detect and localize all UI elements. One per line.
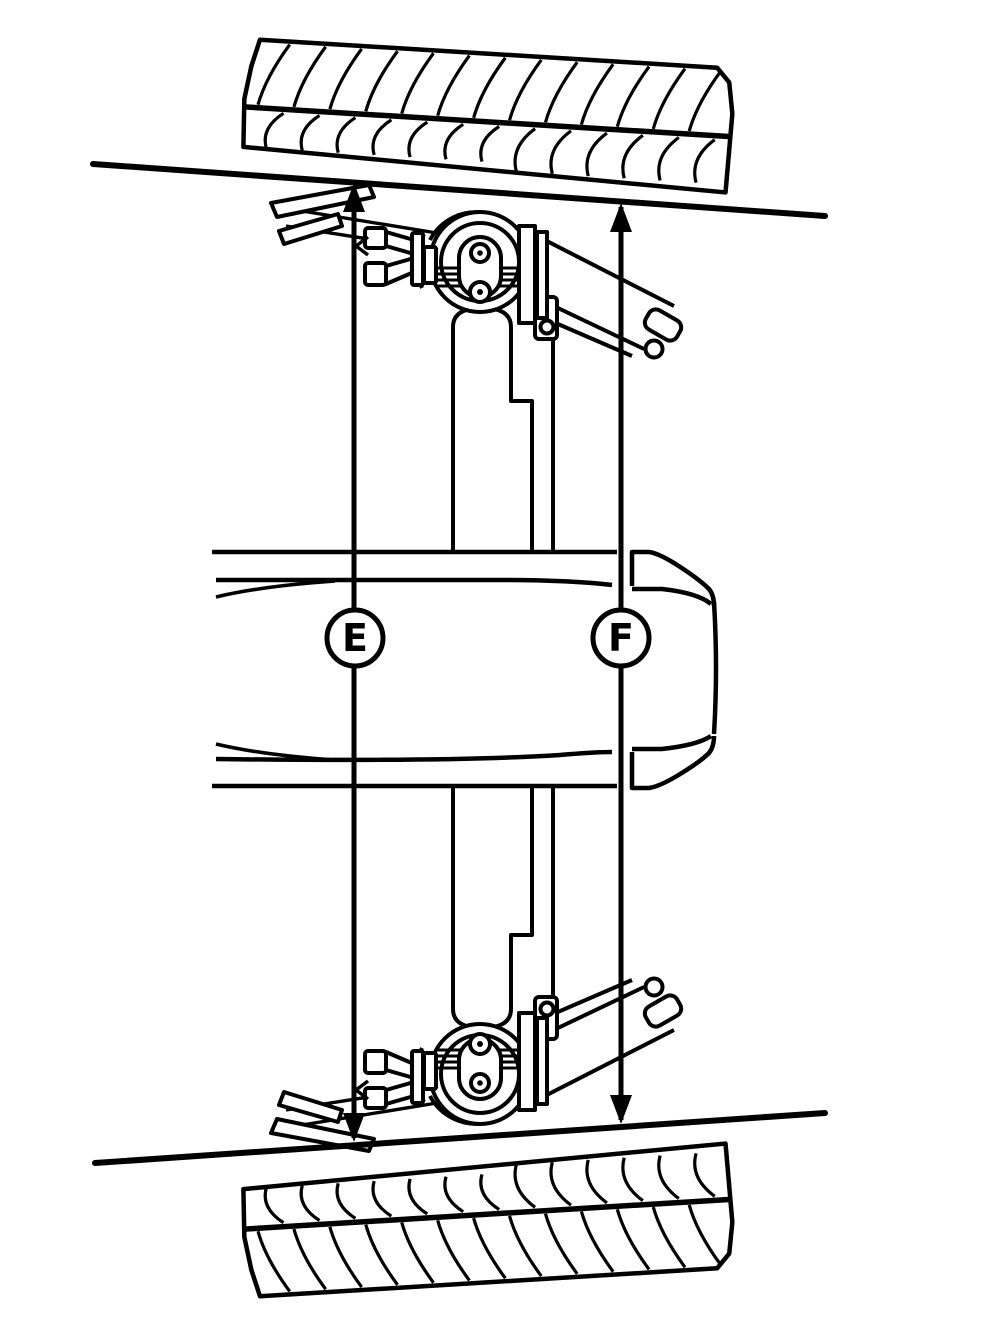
body-line-top (216, 577, 613, 588)
top-tire (240, 39, 735, 193)
label-e-text: E (342, 616, 368, 660)
front-bumper-bracket (629, 549, 719, 791)
chassis-frame (212, 549, 617, 789)
bottom-tire (240, 1143, 735, 1297)
top-straightedge-line (90, 161, 828, 219)
arrowhead-up-icon (343, 183, 365, 212)
bottom-straightedge-line (92, 1110, 828, 1166)
arrowhead-up-icon (610, 203, 632, 232)
arrowhead-down-icon (343, 1113, 365, 1142)
label-f-text: F (608, 616, 634, 660)
label-circle-f: F (590, 607, 652, 669)
body-curve-bottom (215, 742, 336, 762)
body-curve-top (215, 579, 336, 599)
arrowhead-down-icon (610, 1095, 632, 1124)
label-circle-e: E (324, 607, 386, 669)
